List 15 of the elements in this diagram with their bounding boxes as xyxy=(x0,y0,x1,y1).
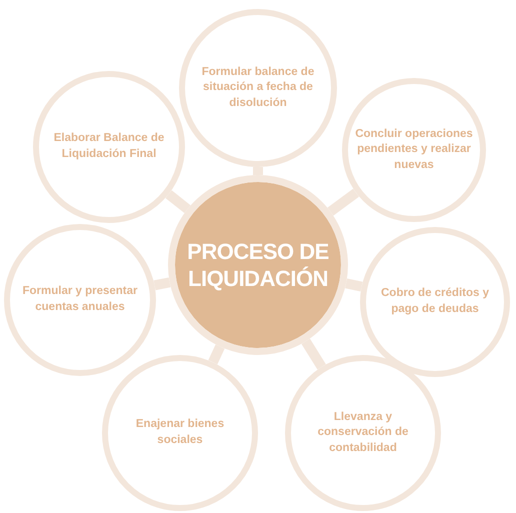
connector-line xyxy=(345,278,363,292)
step-label: Enajenar bienes sociales xyxy=(134,417,226,448)
step-label: Elaborar Balance de Liquidación Final xyxy=(52,131,166,162)
step-label: Cobro de créditos y pago de deudas xyxy=(380,286,490,317)
connector-line xyxy=(165,190,191,214)
connector-line xyxy=(327,188,359,216)
step-label: Llevanza y conservación de contabilidad xyxy=(316,410,410,456)
connector-line xyxy=(154,277,171,290)
step-label: Concluir operaciones pendientes y realizar nuevas xyxy=(354,126,474,173)
step-label: Formular y presentar cuentas anuales xyxy=(21,284,139,315)
connector-line xyxy=(301,338,326,370)
central-title: PROCESO DE LIQUIDACIÓN xyxy=(186,238,330,292)
connector-line xyxy=(253,167,263,175)
connector-line xyxy=(208,344,225,364)
step-label: Formular balance de situación a fecha de disolución xyxy=(200,64,316,111)
